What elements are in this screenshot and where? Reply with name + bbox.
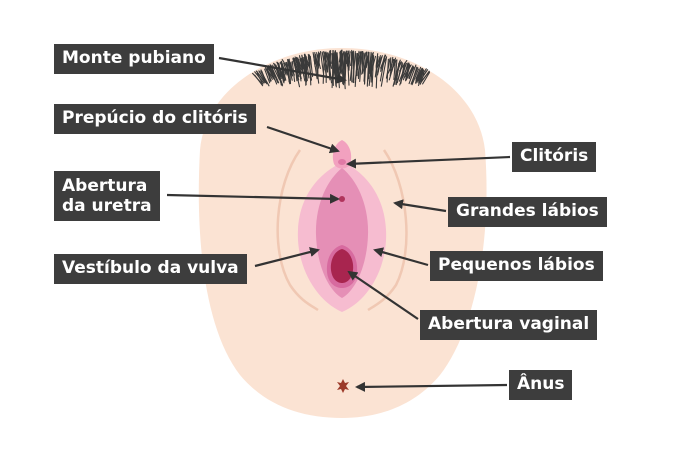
hair-strand: [293, 57, 299, 73]
hair-strand: [254, 71, 265, 84]
hair-strand: [422, 71, 431, 85]
label-clitoris: Clitóris: [512, 142, 597, 172]
hair-strand: [290, 61, 294, 77]
labia-majora-right-fold: [367, 149, 408, 312]
hair-strand: [356, 53, 360, 79]
hair-strand: [408, 64, 417, 85]
hair-strand: [280, 61, 284, 83]
arrow-pequenos-labios: [373, 247, 429, 267]
arrow-abertura-vaginal: [347, 270, 419, 320]
hair-strand: [374, 55, 379, 78]
hair-strand: [322, 54, 325, 84]
hair-strand: [273, 62, 282, 78]
hair-strand: [299, 56, 304, 70]
arrow-vestibulo: [254, 247, 320, 268]
hair-strand: [345, 50, 350, 65]
hair-strand: [394, 59, 398, 86]
hair-strand: [371, 55, 375, 88]
hair-strand: [405, 65, 414, 81]
hair-strand: [385, 58, 391, 79]
hair-strand: [389, 56, 394, 77]
hair-strand: [312, 54, 316, 67]
hair-strand: [256, 70, 265, 83]
hair-strand: [411, 66, 418, 84]
arrow-grandes-labios: [393, 199, 447, 213]
hair-strand: [415, 67, 424, 84]
hair-strand: [399, 60, 408, 72]
hair-strand: [339, 49, 343, 74]
hair-strand: [314, 54, 320, 84]
hair-strand: [265, 67, 272, 82]
label-grandes-labios: Grandes lábios: [448, 197, 607, 227]
hair-strand: [418, 69, 425, 82]
hair-strand: [305, 55, 310, 79]
hair-strand: [288, 60, 293, 76]
pubic-hair: [252, 49, 431, 90]
hair-strand: [260, 70, 270, 87]
hair-strand: [304, 53, 311, 68]
hair-strand: [254, 74, 264, 87]
label-monte-pubiano: Monte pubiano: [54, 44, 214, 74]
hair-strand: [296, 56, 303, 70]
label-abertura-uretra: Abertura da uretra: [54, 171, 160, 221]
hair-strand: [380, 56, 388, 87]
hair-strand: [404, 62, 409, 75]
hair-strand: [319, 51, 325, 75]
urethra-opening-dot: [339, 196, 345, 202]
hair-strand: [366, 52, 370, 87]
clitoris-glans: [338, 159, 346, 165]
labia-majora-left-fold: [276, 149, 319, 312]
hair-strand: [408, 66, 414, 80]
hair-strand: [379, 54, 386, 82]
hair-strand: [354, 50, 360, 80]
hair-strand: [321, 51, 328, 78]
hair-strand: [405, 64, 410, 80]
hair-strand: [258, 70, 266, 83]
arrow-prepucio: [266, 125, 340, 154]
hair-strand: [415, 66, 422, 80]
hair-strand: [348, 52, 351, 71]
hair-strand: [264, 68, 271, 84]
hair-strand: [418, 70, 427, 84]
hair-strand: [411, 68, 420, 86]
label-anus: Ânus: [509, 370, 573, 400]
label-abertura-vaginal: Abertura vaginal: [420, 310, 598, 340]
hair-strand: [301, 54, 307, 84]
anus-mark: [337, 379, 349, 393]
hair-strand: [392, 60, 401, 87]
arrow-monte-pubiano: [218, 56, 347, 84]
label-pequenos-labios: Pequenos lábios: [430, 251, 603, 281]
hair-strand: [363, 51, 368, 82]
hair-strand: [331, 50, 334, 64]
arrow-abertura-uretra: [166, 193, 340, 204]
hair-strand: [308, 54, 312, 86]
arrow-clitoris: [346, 155, 511, 169]
hair-strand: [297, 57, 302, 82]
hair-strand: [415, 68, 423, 84]
hair-strand: [334, 50, 337, 68]
hair-strand: [397, 63, 404, 81]
hair-strand: [420, 71, 430, 83]
hair-strand: [361, 52, 366, 75]
hair-strand: [326, 52, 329, 73]
hair-strand: [341, 53, 346, 90]
hair-strand: [369, 51, 372, 75]
label-vestibulo-vulva: Vestíbulo da vulva: [54, 254, 247, 284]
hair-strand: [286, 61, 291, 85]
hair-strand: [303, 53, 308, 82]
hair-strand: [399, 63, 407, 86]
hair-strand: [387, 58, 394, 74]
hair-strand: [307, 53, 311, 66]
hair-strand: [329, 50, 332, 76]
label-prepucio-clitoris: Prepúcio do clitóris: [54, 104, 256, 134]
arrow-anus: [355, 381, 508, 392]
hair-strand: [295, 57, 303, 72]
